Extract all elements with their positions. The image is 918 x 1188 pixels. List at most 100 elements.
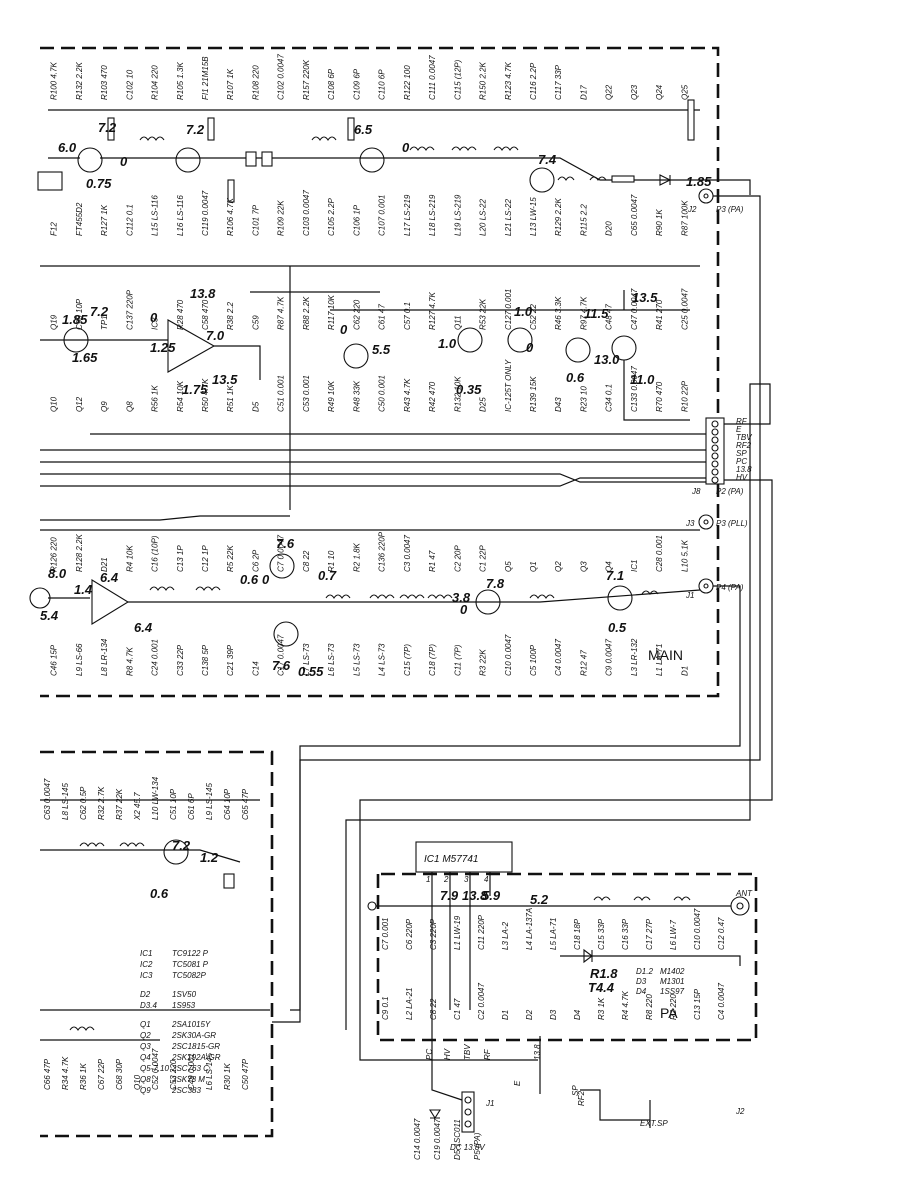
component-label: R32 2.7K bbox=[97, 786, 106, 820]
component-label: C5 100P bbox=[529, 644, 538, 676]
crystal-x2 bbox=[223, 873, 235, 889]
component-label: IC3 bbox=[151, 317, 160, 330]
conn-j2: J2 bbox=[687, 205, 697, 214]
component-label: R50 4.7K bbox=[201, 378, 210, 412]
component-label: R56 1K bbox=[151, 385, 160, 412]
component-label: R103 470 bbox=[100, 65, 109, 100]
parts-value: 2SK192A-GR bbox=[171, 1053, 221, 1062]
component-label: EXT.SP bbox=[640, 1119, 668, 1128]
component-label: C68 30P bbox=[115, 1058, 124, 1090]
wire-label: HV bbox=[443, 1048, 452, 1060]
component-label: L21 LS-22 bbox=[504, 199, 513, 236]
resistor-r106 bbox=[227, 179, 235, 203]
conn-label-13-8: 13.8 bbox=[736, 465, 752, 474]
coil-l21 bbox=[589, 176, 607, 181]
component-label: C6 2P bbox=[251, 549, 260, 572]
conn-label-rf2: RF2 bbox=[736, 441, 752, 450]
coil-l17 bbox=[409, 146, 435, 151]
voltage-reading: 0.75 bbox=[86, 176, 112, 191]
component-label: R46 3.3K bbox=[554, 296, 563, 330]
voltage-reading: 1.2 bbox=[200, 850, 219, 865]
resistor-r104 bbox=[207, 117, 215, 141]
resistor-r108 bbox=[347, 117, 355, 141]
diode-value: M1301 bbox=[660, 977, 684, 986]
component-label: C105 2.2P bbox=[327, 198, 336, 236]
component-label: R87 4.7K bbox=[277, 296, 286, 330]
resistor-r103 bbox=[107, 117, 115, 141]
resistor-r150 bbox=[611, 175, 635, 183]
component-label: C9 0.0047 bbox=[605, 639, 614, 676]
component-label: C1 47 bbox=[453, 998, 462, 1020]
diode-d5 bbox=[429, 1109, 441, 1120]
component-label: C137 220P bbox=[125, 289, 134, 330]
coil-l19 bbox=[493, 146, 519, 151]
voltage-reading: 6.4 bbox=[100, 570, 119, 585]
component-label: D20 bbox=[605, 221, 614, 236]
component-label: Q5 bbox=[504, 561, 513, 572]
component-label: R2 1.8K bbox=[352, 542, 361, 572]
component-label: R10 22P bbox=[680, 380, 689, 412]
component-label: D1 bbox=[501, 1010, 510, 1020]
component-label: F12 bbox=[50, 222, 59, 236]
component-label: J2 bbox=[735, 1107, 745, 1116]
component-label: C117 33P bbox=[554, 64, 563, 100]
voltage-reading: 1.0 bbox=[438, 336, 457, 351]
conn-j3: J3 bbox=[685, 519, 695, 528]
component-label: D21 bbox=[100, 557, 109, 572]
component-label: R54 10K bbox=[176, 380, 185, 412]
component-label: DC 13.8V bbox=[450, 1143, 485, 1152]
conn-label-sp: SP bbox=[736, 449, 747, 458]
wire-label: TBV bbox=[463, 1044, 472, 1060]
component-label: L16 LS-116 bbox=[176, 195, 185, 236]
voltage-reading: 0 bbox=[120, 154, 128, 169]
component-label: R42 470 bbox=[428, 381, 437, 412]
transistor-q1 bbox=[607, 585, 633, 611]
component-label: C115 (12P) bbox=[453, 59, 462, 100]
wire-label: RF bbox=[483, 1048, 492, 1060]
component-label: R132 2.2K bbox=[75, 62, 84, 100]
transistor-q5 bbox=[29, 587, 51, 609]
component-label: C49 0.001 bbox=[187, 1053, 196, 1090]
component-label: R117 10K bbox=[327, 294, 336, 330]
parts-value: 2SA1015Y bbox=[171, 1020, 211, 1029]
voltage-reading: 0.35 bbox=[456, 382, 482, 397]
component-label: D2 bbox=[525, 1009, 534, 1020]
voltage-reading: 0.6 bbox=[150, 886, 169, 901]
component-label: Q19 bbox=[50, 314, 59, 330]
component-label: R3 22K bbox=[479, 649, 488, 676]
pa-board-outline bbox=[376, 872, 758, 1042]
component-label: R12 47 bbox=[579, 650, 588, 676]
conn-p2-pa: P2 (PA) bbox=[716, 487, 744, 496]
component-label: C34 0.1 bbox=[605, 384, 614, 412]
parts-value: 3SK78 M bbox=[172, 1075, 205, 1084]
diode-ref: D4 bbox=[636, 987, 647, 996]
component-label: R8 220 bbox=[645, 994, 654, 1020]
coil-l3 bbox=[529, 594, 555, 599]
transistor-q23 bbox=[175, 147, 201, 173]
voltage-reading: 3.8 bbox=[452, 590, 471, 605]
transistor-q4 bbox=[273, 621, 299, 647]
component-label: L1 LA-71 bbox=[655, 644, 664, 676]
audio-stage bbox=[40, 265, 710, 521]
component-label: Q25 bbox=[680, 84, 689, 100]
voltage-reading: 7.2 bbox=[90, 304, 109, 319]
voltage-reading: 5.2 bbox=[530, 892, 549, 907]
voltage-reading: 11.0 bbox=[630, 372, 655, 387]
component-label: Q2 bbox=[554, 561, 563, 572]
coil-l20 bbox=[557, 176, 575, 181]
coil-l8-pll bbox=[79, 842, 105, 847]
component-label: R41 270 bbox=[655, 299, 664, 330]
coil-l4 bbox=[427, 594, 453, 599]
component-label: L10 LW-134 bbox=[151, 776, 160, 820]
component-label: L20 LS-22 bbox=[479, 199, 488, 236]
component-label: Q10 bbox=[50, 396, 59, 412]
conn-label-pc: PC bbox=[736, 457, 747, 466]
component-label: C17 0.0047 bbox=[277, 634, 286, 676]
voltage-reading: 5.4 bbox=[40, 608, 59, 623]
ic-pin: 3 bbox=[464, 875, 469, 884]
component-label: C7 0.001 bbox=[381, 918, 390, 950]
component-label: D5 bbox=[251, 401, 260, 412]
component-label: Q8 bbox=[125, 401, 134, 412]
component-label: R126 220 bbox=[50, 537, 59, 572]
